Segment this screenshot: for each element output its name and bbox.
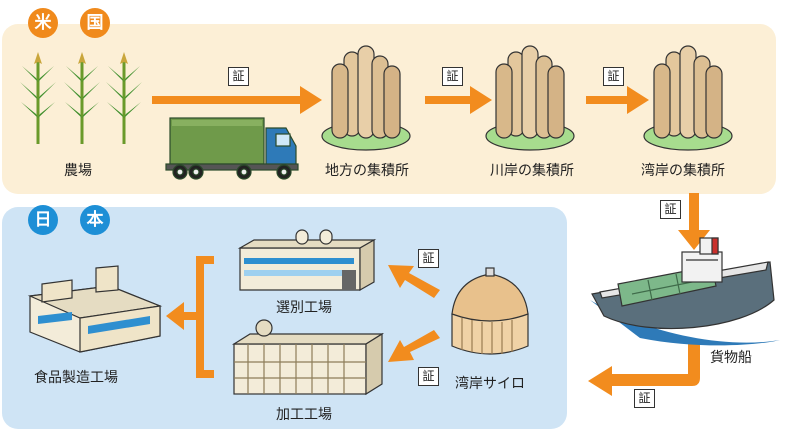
cert-mark-river-port: 証 [603,67,624,86]
region-badge-us-1: 米 [28,8,58,38]
arrow-to-food-plant [166,302,196,330]
corn-plants-icon [20,52,142,144]
cert-mark-silo-sorting: 証 [418,249,439,268]
port-silo-icon [451,267,529,355]
label-farm: 農場 [64,163,92,179]
region-badge-us-2: 国 [80,8,110,38]
label-sorting-plant: 選別工場 [276,300,332,316]
port-elevator-icon [643,45,733,151]
cert-mark-port-ship: 証 [660,200,681,219]
label-port-elevator: 湾岸の集積所 [641,163,725,179]
arrow-silo-to-sorting [388,265,440,298]
local-elevator-icon [321,45,411,151]
label-local-elevator: 地方の集積所 [325,163,409,179]
river-elevator-icon [485,45,575,151]
region-badge-jp-2: 本 [80,205,110,235]
truck-icon [165,117,299,180]
cert-mark-local-river: 証 [442,67,463,86]
label-river-elevator: 川岸の集積所 [490,163,574,179]
sorting-plant-icon [237,229,377,292]
cert-mark-farm-local: 証 [228,67,249,86]
label-port-silo: 湾岸サイロ [455,376,525,392]
bracket [196,256,214,378]
label-food-plant: 食品製造工場 [34,370,118,386]
cert-mark-ship-silo: 証 [634,389,655,408]
arrow-silo-to-processing [388,330,440,362]
arrow-river-to-port [586,86,649,114]
arrow-ship-to-silo [588,340,700,396]
cargo-ship-icon [590,237,780,346]
cert-mark-silo-processing: 証 [418,367,439,386]
processing-plant-icon [231,319,385,396]
arrow-farm-to-local [152,86,322,114]
label-processing-plant: 加工工場 [276,407,332,423]
region-badge-jp-1: 日 [28,205,58,235]
label-cargo-ship: 貨物船 [710,350,752,366]
food-plant-icon [27,265,163,353]
arrow-local-to-river [425,86,492,114]
flow-arrows [152,86,710,396]
arrow-port-to-ship [678,193,710,250]
